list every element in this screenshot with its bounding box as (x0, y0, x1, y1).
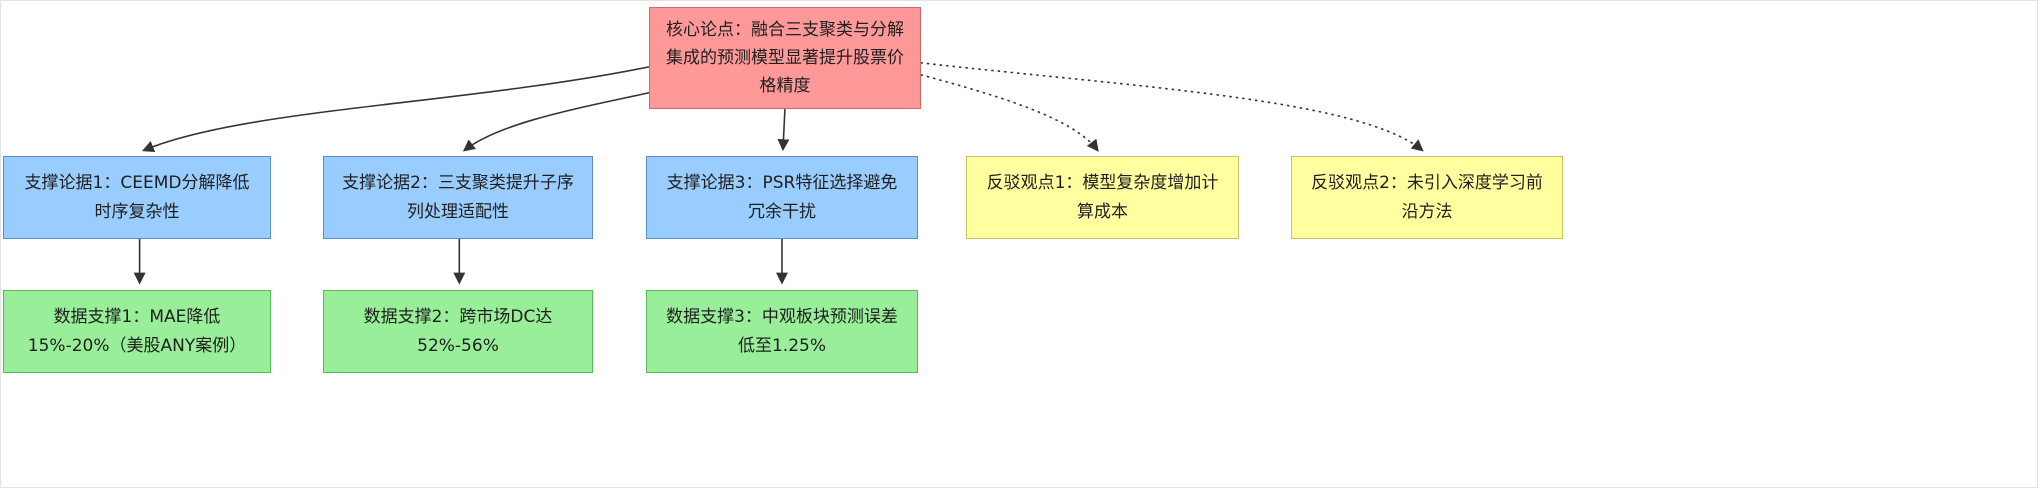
support-node-3: 支撑论据3：PSR特征选择避免冗余干扰 (646, 156, 918, 239)
evidence-node-1: 数据支撑1：MAE降低15%-20%（美股ANY案例） (3, 290, 271, 373)
rebuttal-node-1: 反驳观点1：模型复杂度增加计算成本 (966, 156, 1239, 239)
support-label-1: 支撑论据1：CEEMD分解降低时序复杂性 (24, 173, 250, 222)
core-claim-label: 核心论点：融合三支聚类与分解集成的预测模型显著提升股票价格精度 (666, 19, 904, 97)
rebuttal-label-2: 反驳观点2：未引入深度学习前沿方法 (1311, 173, 1543, 222)
support-label-2: 支撑论据2：三支聚类提升子序列处理适配性 (342, 173, 574, 222)
support-label-3: 支撑论据3：PSR特征选择避免冗余干扰 (666, 173, 898, 222)
rebuttal-label-1: 反驳观点1：模型复杂度增加计算成本 (986, 173, 1219, 222)
evidence-label-2: 数据支撑2：跨市场DC达52%-56% (363, 307, 553, 356)
support-node-2: 支撑论据2：三支聚类提升子序列处理适配性 (323, 156, 593, 239)
evidence-node-3: 数据支撑3：中观板块预测误差低至1.25% (646, 290, 918, 373)
core-claim-node: 核心论点：融合三支聚类与分解集成的预测模型显著提升股票价格精度 (649, 7, 921, 109)
edge-core-support3 (777, 108, 790, 152)
rebuttal-node-2: 反驳观点2：未引入深度学习前沿方法 (1291, 156, 1563, 239)
support-node-1: 支撑论据1：CEEMD分解降低时序复杂性 (3, 156, 271, 239)
evidence-label-3: 数据支撑3：中观板块预测误差低至1.25% (666, 307, 898, 356)
edge-core-rebuttal1 (920, 73, 1099, 152)
edge-core-support1 (141, 65, 650, 152)
evidence-label-1: 数据支撑1：MAE降低15%-20%（美股ANY案例） (27, 307, 247, 356)
edge-core-support2 (462, 91, 650, 152)
evidence-node-2: 数据支撑2：跨市场DC达52%-56% (323, 290, 593, 373)
edge-core-rebuttal2 (920, 61, 1424, 152)
